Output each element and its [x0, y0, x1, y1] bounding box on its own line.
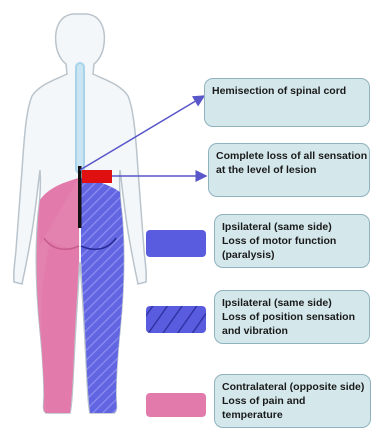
- callout-pain: Contralateral (opposite side) Loss of pa…: [214, 374, 371, 428]
- ipsilateral-motor-region: [81, 178, 124, 413]
- callout-motor-line2: Loss of motor function: [222, 234, 365, 248]
- callout-complete-loss-line2: at the level of lesion: [216, 163, 365, 177]
- callout-hemisection-text: Hemisection of spinal cord: [212, 84, 365, 98]
- spinal-cord-highlight: [77, 64, 83, 172]
- callout-motor: Ipsilateral (same side) Loss of motor fu…: [214, 214, 370, 268]
- callout-pain-line2: Loss of pain and: [222, 394, 366, 408]
- callout-complete-loss: Complete loss of all sensation at the le…: [208, 143, 370, 197]
- callout-position-line2: Loss of position sensation: [222, 310, 365, 324]
- callout-pain-line3: temperature: [222, 408, 366, 422]
- callout-position-line1: Ipsilateral (same side): [222, 296, 365, 310]
- pain-legend-swatch: [146, 393, 206, 417]
- callout-pain-line1: Contralateral (opposite side): [222, 380, 366, 394]
- position-legend-swatch: [146, 306, 206, 333]
- motor-legend-swatch: [146, 230, 206, 257]
- callout-position-line3: and vibration: [222, 324, 365, 338]
- callout-position: Ipsilateral (same side) Loss of position…: [214, 290, 370, 344]
- callout-complete-loss-line1: Complete loss of all sensation: [216, 149, 365, 163]
- midline-bar: [78, 166, 82, 228]
- callout-motor-line3: (paralysis): [222, 248, 365, 262]
- callout-hemisection: Hemisection of spinal cord: [204, 78, 370, 127]
- lesion-marker: [82, 170, 112, 183]
- callout-motor-line1: Ipsilateral (same side): [222, 220, 365, 234]
